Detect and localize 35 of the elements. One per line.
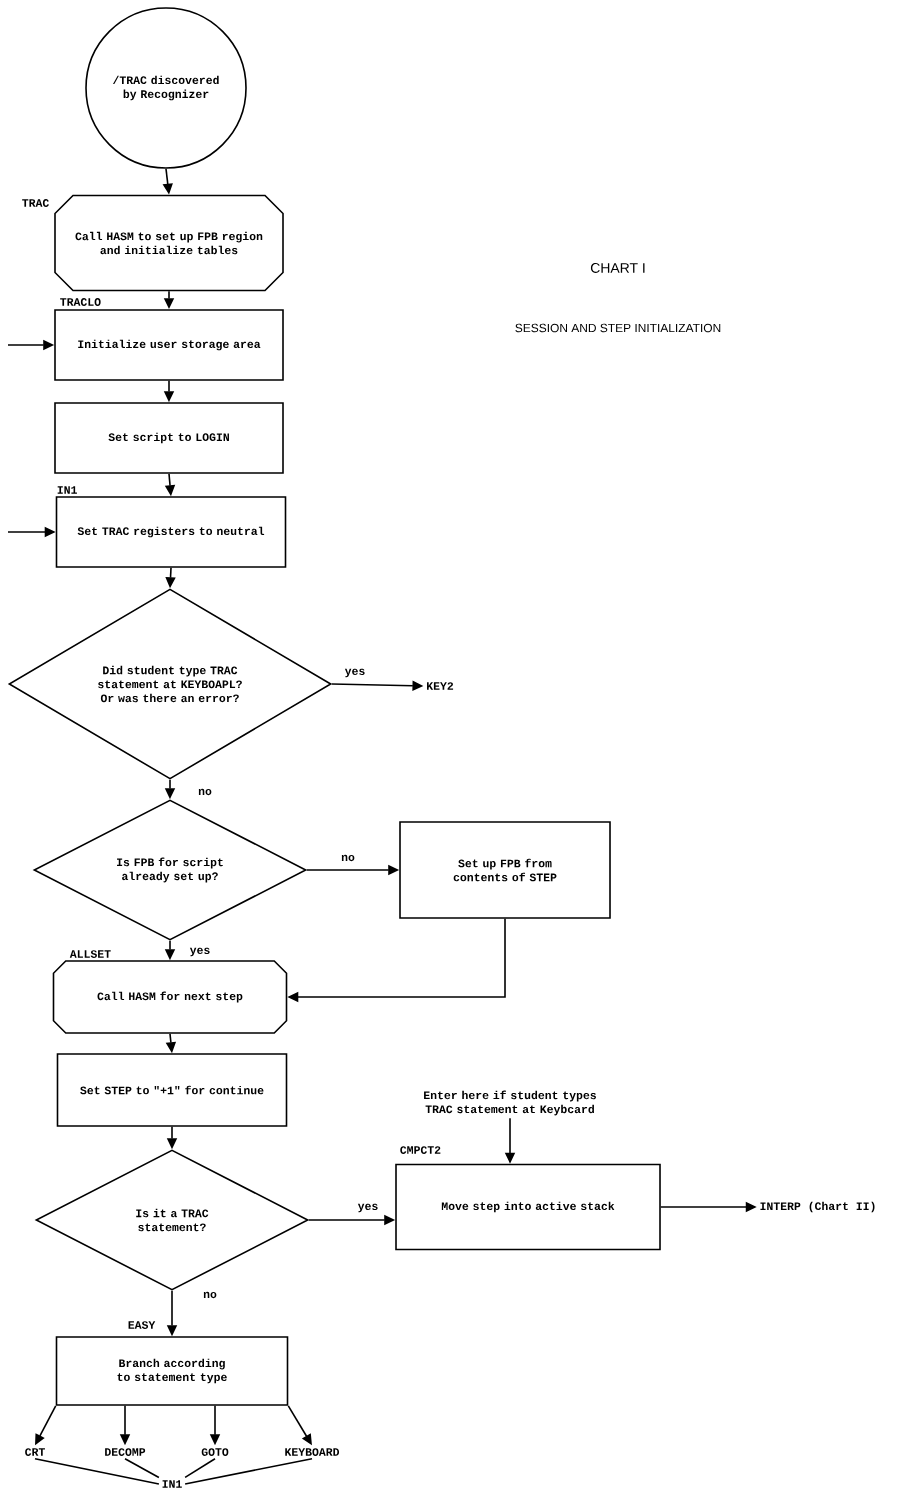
edge-label: no [202, 1290, 218, 1300]
connector-label: CRT [25, 1448, 45, 1456]
step-label: TRAC [22, 199, 49, 207]
process-box: Set script to LOGIN [54, 402, 284, 474]
edge-label: no [197, 787, 213, 797]
connector-label: IN1 [162, 1480, 182, 1488]
connector-line [124, 1457, 160, 1479]
connector-line [34, 1457, 160, 1485]
edge-label: yes [188, 946, 212, 958]
connector-label: KEYBOARD [285, 1448, 340, 1456]
connector-line [184, 1457, 216, 1479]
step-label: IN1 [57, 486, 77, 494]
edge-label: no [340, 853, 356, 863]
entry-note: Enter here if student types TRAC statement at Keybcard [424, 1090, 596, 1116]
edge-label: yes [343, 667, 367, 679]
process-box: Set TRAC registers to neutral [55, 496, 287, 568]
connector-label: GOTO [201, 1448, 229, 1456]
chart-title: CHART I [590, 263, 645, 273]
process-box: Set STEP to "+1" for continue [56, 1053, 288, 1127]
connector-label: DECOMP [105, 1448, 146, 1456]
process-box: Move step into active stack [395, 1163, 661, 1251]
subroutine-box: Call HASM to set up FPB region and initialize tables [54, 194, 284, 292]
connector-line [184, 1457, 313, 1485]
process-box: Branch according to statement type [55, 1336, 289, 1406]
process-box: Initialize user storage area [54, 309, 284, 381]
step-label: TRACLO [60, 298, 101, 306]
chart-caption: SESSION AND STEP INITIALIZATION [515, 323, 721, 333]
connector-label: INTERP (Chart II) [760, 1201, 875, 1213]
subroutine-box: Call HASM for next step [52, 960, 288, 1034]
connector-label: KEY2 [427, 682, 454, 690]
step-label: EASY [128, 1321, 156, 1329]
process-box: Set up FPB from contents of STEP [399, 821, 611, 919]
step-label: CMPCT2 [400, 1146, 441, 1154]
edge-label: yes [356, 1202, 380, 1214]
step-label: ALLSET [69, 950, 111, 958]
